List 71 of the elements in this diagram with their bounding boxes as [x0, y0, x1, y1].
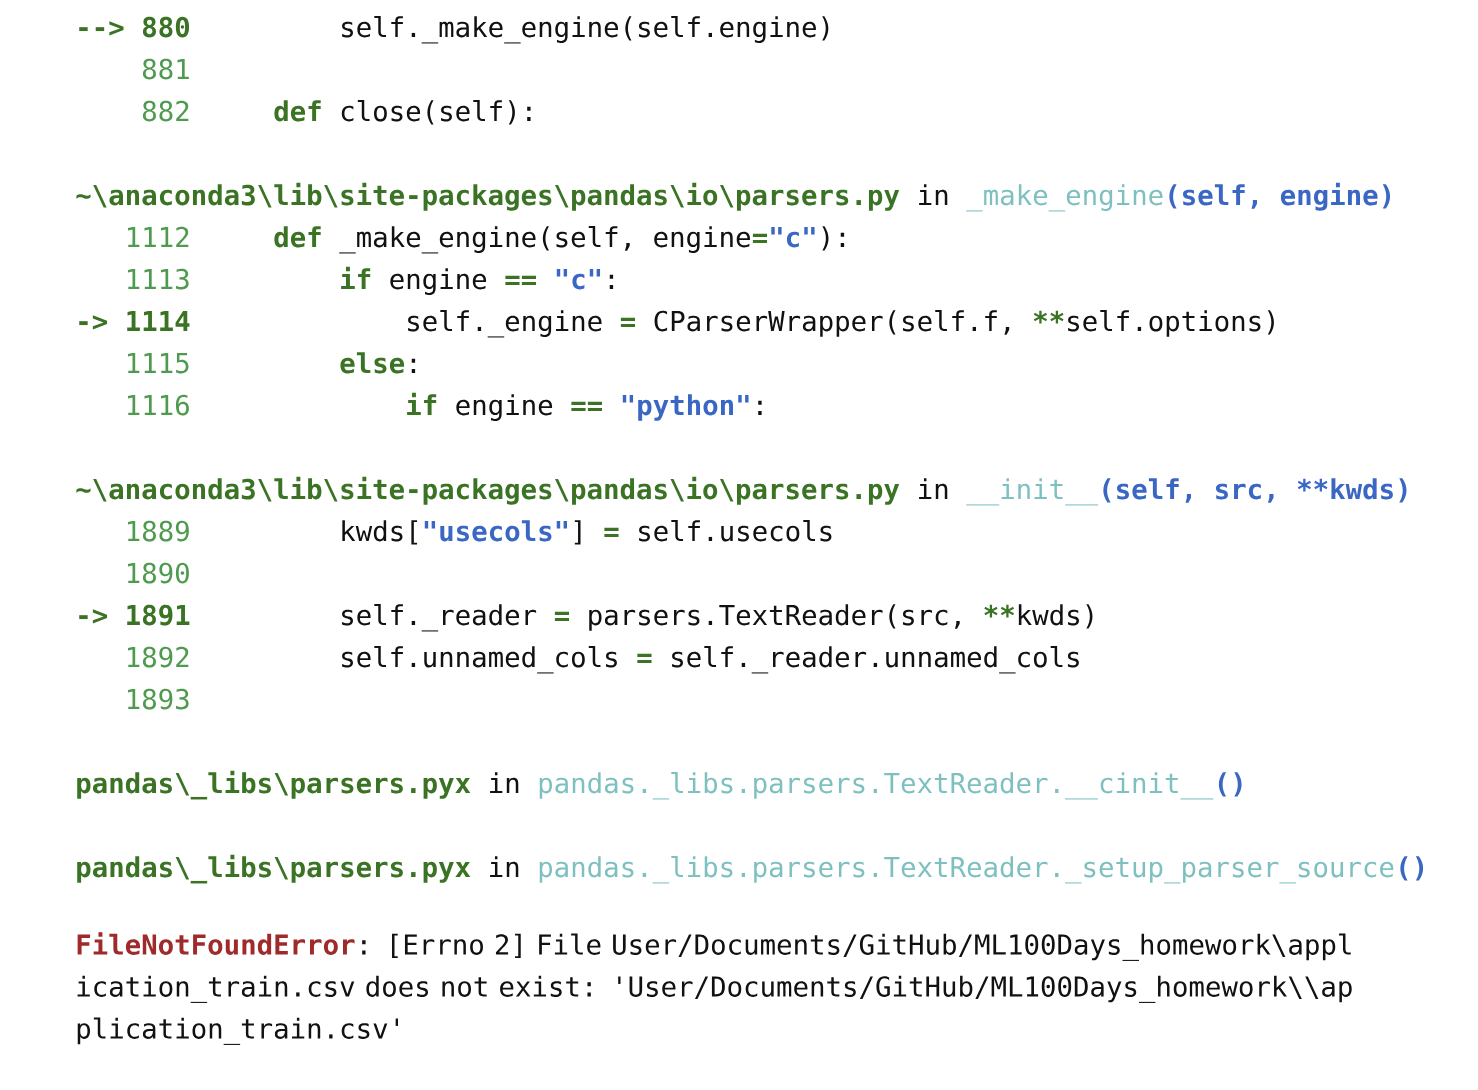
- code-text: in: [919, 184, 948, 205]
- function-name: _make_engine: [966, 184, 1163, 212]
- file-path: ~\anaconda3\lib\site-packages\pandas\io\parsers.py: [76, 476, 900, 505]
- code-text: =: [637, 653, 652, 664]
- file-path: ~\anaconda3\lib\site-packages\pandas\io\parsers.py: [76, 182, 900, 211]
- code-text: (): [1400, 856, 1424, 881]
- code-text: _make_engine(self, engine: [339, 226, 750, 254]
- code-text: self.options): [1068, 310, 1274, 337]
- code-text: (self, engine): [1169, 182, 1390, 211]
- code-text: close(self):: [341, 100, 531, 125]
- code-text: def: [274, 226, 321, 248]
- code-text: in: [919, 478, 948, 499]
- code-text: :: [609, 274, 614, 289]
- code-text: kwds): [1018, 604, 1093, 629]
- line-pointer: -->: [79, 21, 124, 36]
- line-number: 1892: [128, 646, 189, 668]
- line-number: 1891: [127, 604, 190, 626]
- code-text: self._engine: [408, 310, 602, 338]
- code-text: self.usecols: [639, 520, 832, 542]
- code-text: ]: [574, 520, 581, 545]
- line-number: 1889: [128, 520, 189, 542]
- line-number: 1114: [127, 311, 190, 331]
- code-text: self._reader: [342, 604, 537, 632]
- code-text: :: [411, 358, 416, 373]
- code-text: =: [620, 317, 636, 328]
- code-text: "python": [622, 394, 749, 421]
- code-text: if: [407, 392, 437, 415]
- function-name: pandas._libs.parsers.TextReader.__cinit__: [539, 772, 1214, 800]
- code-text: parsers.TextReader(src,: [589, 604, 960, 631]
- code-text: self.unnamed_cols: [342, 646, 617, 674]
- line-number: 881: [142, 58, 189, 80]
- code-text: kwds[: [342, 520, 418, 545]
- error-message: FileNotFoundError : [Errno 2] File User/Documents/GitHub/ML100Days_homework\application_train.csv does not exist: 'User/Documents/GitHub/ML100Days_homework\\application_train.csv': [77, 932, 1352, 1045]
- code-text: "c": [556, 269, 601, 290]
- code-text: **: [984, 604, 1015, 618]
- code-text: engine: [456, 394, 553, 421]
- line-number: 1893: [128, 688, 189, 710]
- line-number: 882: [142, 100, 189, 122]
- code-text: "c": [771, 227, 815, 248]
- code-text: engine: [390, 268, 487, 295]
- file-path: pandas\_libs\parsers.pyx: [77, 770, 471, 800]
- code-text: :: [758, 400, 762, 415]
- code-text: ):: [822, 226, 845, 251]
- line-number: 880: [142, 16, 190, 38]
- code-text: else: [340, 352, 405, 374]
- code-text: ==: [505, 275, 536, 286]
- line-number: 1115: [128, 353, 189, 374]
- code-text: =: [554, 611, 570, 622]
- code-text: self._make_engine(self.engine): [342, 16, 829, 44]
- code-text: CParserWrapper(self.f,: [654, 310, 1010, 337]
- code-text: "usecols": [424, 520, 568, 542]
- line-pointer: ->: [79, 609, 107, 624]
- line-pointer: ->: [79, 315, 107, 330]
- code-text: ==: [571, 401, 602, 412]
- file-path: pandas\_libs\parsers.pyx: [77, 854, 471, 884]
- code-text: (): [1218, 772, 1242, 797]
- code-text: =: [604, 527, 619, 538]
- code-text: =: [752, 233, 768, 244]
- code-text: in: [490, 856, 519, 877]
- function-name: pandas._libs.parsers.TextReader._setup_parser_source: [539, 856, 1394, 884]
- code-text: in: [490, 772, 519, 793]
- line-number: 1890: [128, 562, 189, 584]
- line-number: 1113: [128, 268, 189, 290]
- code-text: **: [1033, 310, 1064, 324]
- line-number: 1116: [128, 394, 189, 416]
- line-number: 1112: [128, 226, 189, 247]
- code-text: self._reader.unnamed_cols: [672, 646, 1079, 674]
- code-text: if: [341, 266, 371, 289]
- code-text: def: [274, 100, 321, 122]
- code-text: (self, src, **kwds): [1103, 478, 1407, 503]
- function-name: __init__: [966, 478, 1099, 506]
